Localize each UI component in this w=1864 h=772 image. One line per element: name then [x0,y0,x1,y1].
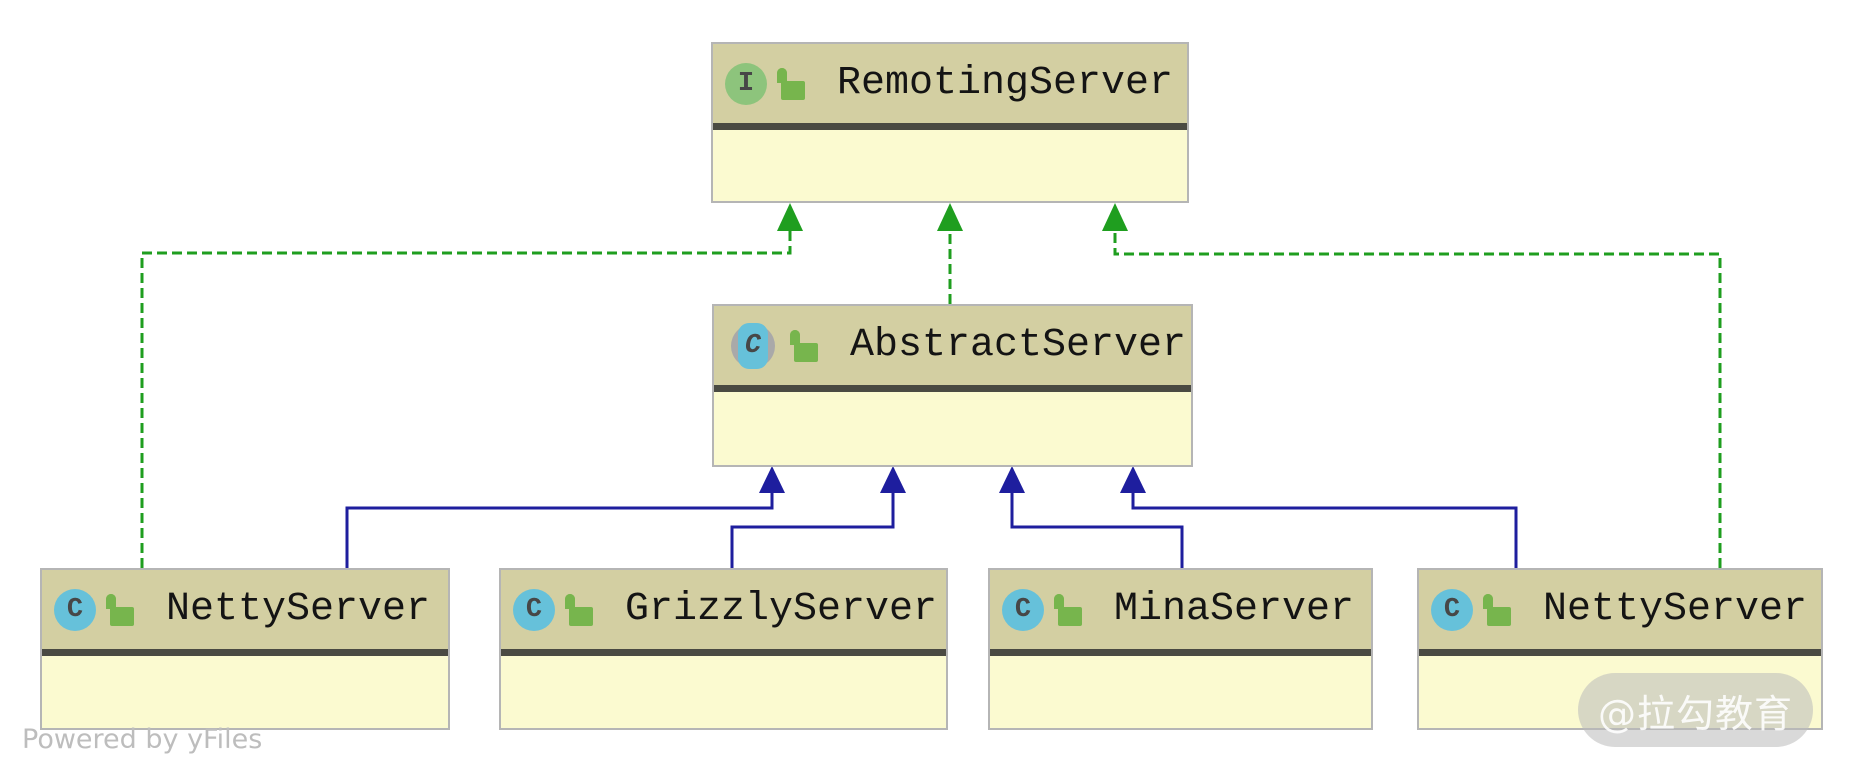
class-icon-letter: C [66,594,84,625]
abstract-class-icon: C [726,322,780,369]
class-icon-letter: C [525,594,543,625]
class-node-minaserver[interactable]: C MinaServer [988,568,1373,730]
class-node-header: C NettyServer [42,570,448,656]
interface-icon: I [725,62,767,105]
unlocked-padlock-icon [1483,593,1511,626]
class-name-label: NettyServer [166,587,431,632]
class-icon-letter: C [744,330,762,361]
watermark-text: @拉勾教育 [1597,691,1793,736]
class-node-body [501,656,946,728]
unlocked-padlock-icon [777,67,805,100]
class-node-nettyserver-left[interactable]: C NettyServer [40,568,450,730]
class-name-label: NettyServer [1543,587,1808,632]
unlocked-padlock-icon [790,329,818,362]
class-node-body [713,130,1187,201]
class-icon: C [513,588,555,631]
class-icon: C [54,588,96,631]
arrowhead-implements-netty_left [777,203,803,231]
edge-implements-netty_left [140,230,792,568]
arrowhead-implements-netty_right [1102,203,1128,231]
class-node-abstractserver[interactable]: C AbstractServer [712,304,1193,467]
class-name-label: GrizzlyServer [625,587,938,632]
class-name-label: RemotingServer [837,61,1174,106]
class-icon: C [1431,588,1473,631]
unlocked-padlock-icon [565,593,593,626]
class-node-body [714,392,1191,465]
class-node-grizzlyserver[interactable]: C GrizzlyServer [499,568,948,730]
class-node-header: C GrizzlyServer [501,570,946,656]
interface-icon-letter: I [737,68,755,99]
class-node-remotingserver[interactable]: I RemotingServer [711,42,1189,203]
edge-extends-netty_left [345,492,774,568]
arrowhead-extends-grizzly [880,466,906,493]
class-name-label: MinaServer [1114,587,1355,632]
class-node-header: I RemotingServer [713,44,1187,130]
class-icon-letter: C [1014,594,1032,625]
class-node-header: C AbstractServer [714,306,1191,392]
unlocked-padlock-icon [1054,593,1082,626]
class-name-label: AbstractServer [850,323,1187,368]
abstract-class-icon-chip: C [738,322,768,369]
class-node-body [990,656,1371,728]
arrowhead-extends-netty_left [759,466,785,493]
arrowhead-implements-abstract [937,203,963,231]
edge-extends-grizzly [730,492,895,568]
class-icon-letter: C [1443,594,1461,625]
class-icon: C [1002,588,1044,631]
unlocked-padlock-icon [106,593,134,626]
watermark-badge: @拉勾教育 [1578,673,1813,747]
class-node-header: C MinaServer [990,570,1371,656]
edge-implements-netty_right [1113,230,1722,568]
class-node-body [42,656,448,728]
class-node-header: C NettyServer [1419,570,1821,656]
arrowhead-extends-mina [999,466,1025,493]
edge-extends-mina [1010,492,1184,568]
edge-extends-netty_right [1131,492,1518,568]
arrowhead-extends-netty_right [1120,466,1146,493]
powered-by-yfiles-label: Powered by yFiles [22,724,263,755]
